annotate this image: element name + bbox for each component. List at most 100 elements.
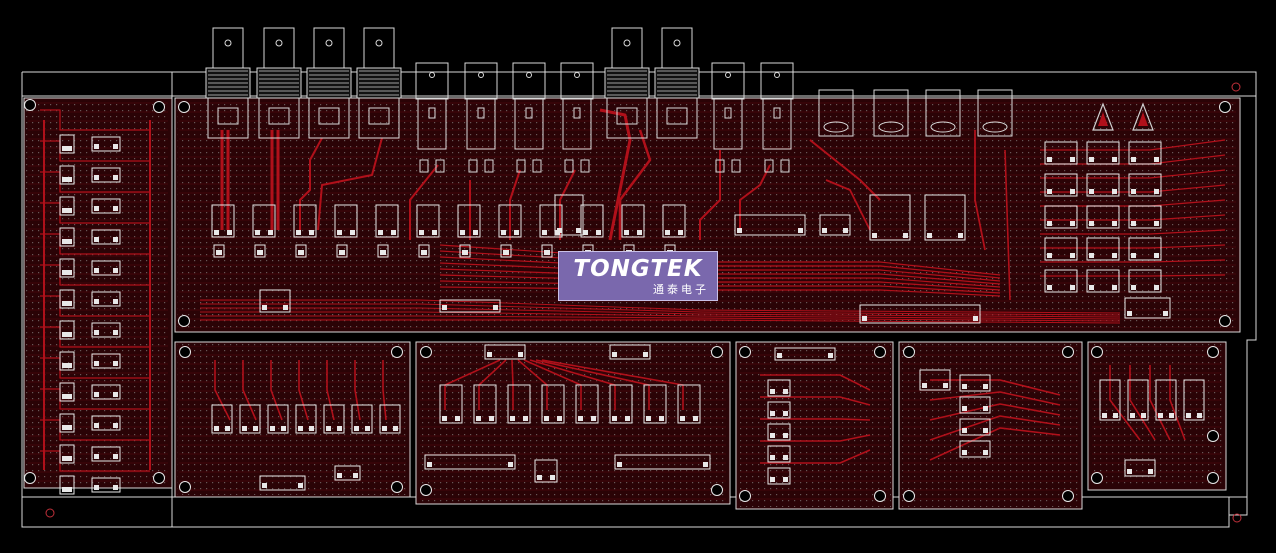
component-pad <box>258 250 263 255</box>
trace <box>974 130 986 251</box>
component-pad <box>1131 285 1136 290</box>
jack-lead-2 <box>580 159 590 173</box>
component-pad <box>1163 311 1168 316</box>
component-pad <box>227 230 232 235</box>
left-channel-ic <box>59 382 75 402</box>
component-pad <box>1127 469 1132 474</box>
component-pad <box>958 233 963 238</box>
main-channel-cap <box>500 244 512 258</box>
component-outline <box>774 347 836 361</box>
component-pad <box>1089 189 1094 194</box>
component-pad <box>612 352 617 357</box>
component-pad <box>617 462 622 467</box>
trace <box>317 137 383 231</box>
component-pad <box>94 392 99 397</box>
component-outline <box>336 244 348 258</box>
b1-relay <box>267 404 289 434</box>
component-outline <box>91 291 121 307</box>
component-pad <box>1089 253 1094 258</box>
component-pad <box>67 208 72 213</box>
component-outline <box>767 423 791 441</box>
trace <box>509 169 521 240</box>
component-pad <box>504 250 509 255</box>
logo-brand-cn-text: 通泰电子 <box>653 283 709 296</box>
main-channel-relay <box>621 204 645 238</box>
left-channel-relay <box>91 167 121 183</box>
right-relay <box>1086 141 1120 165</box>
component-pad <box>94 206 99 211</box>
jack-lead-2 <box>435 159 445 173</box>
b2-relay <box>575 384 599 424</box>
b1-relay <box>295 404 317 434</box>
left-channel-ic <box>59 289 75 309</box>
component-outline <box>259 475 306 491</box>
b3-relay <box>767 401 791 419</box>
component-pad <box>113 485 118 490</box>
component-outline <box>439 384 463 424</box>
component-pad <box>1047 189 1052 194</box>
component-pad <box>962 450 967 455</box>
right-relay <box>1044 205 1078 229</box>
main-channel-relay <box>662 204 686 238</box>
component-pad <box>545 250 550 255</box>
round-jack-ring <box>823 121 849 133</box>
trace <box>929 427 1061 461</box>
component-pad <box>62 425 67 430</box>
left-channel-ic <box>59 320 75 340</box>
component-outline <box>534 459 558 483</box>
b3-relay <box>767 379 791 397</box>
bnc-pin <box>375 39 383 47</box>
component-pad <box>828 353 833 358</box>
component-outline <box>580 204 604 238</box>
main-channel-relay <box>580 204 604 238</box>
component-pad <box>255 230 260 235</box>
b2-relay <box>439 384 463 424</box>
component-outline <box>59 134 75 154</box>
component-outline <box>959 374 991 392</box>
mounting-hole <box>874 346 886 358</box>
component-pad <box>476 416 481 421</box>
b4-relay <box>959 374 991 392</box>
mounting-holes <box>24 99 1231 502</box>
component-outline <box>1086 205 1120 229</box>
jack-pad <box>573 107 581 119</box>
b1-ic <box>334 465 361 481</box>
right-relay <box>1128 173 1162 197</box>
component-pad <box>1154 221 1159 226</box>
component-pad <box>113 454 118 459</box>
round-jack <box>925 89 961 137</box>
component-outline <box>59 196 75 216</box>
component-pad <box>67 177 72 182</box>
main-channel-relay <box>416 204 440 238</box>
component-pad <box>391 230 396 235</box>
left-channel-relay <box>91 446 121 462</box>
component-pad <box>1089 221 1094 226</box>
component-pad <box>62 456 67 461</box>
jack-pad <box>724 107 732 119</box>
trace <box>1040 229 1226 235</box>
component-pad <box>1154 157 1159 162</box>
component-outline <box>252 204 276 238</box>
component-pad <box>381 250 386 255</box>
trace <box>200 303 1121 316</box>
component-pad <box>1112 253 1117 258</box>
bnc-footprint <box>358 97 400 139</box>
component-pad <box>770 433 775 438</box>
b1-relay <box>323 404 345 434</box>
component-pad <box>299 250 304 255</box>
b1-relay <box>211 404 233 434</box>
round-jack-ring <box>982 121 1008 133</box>
component-pad <box>501 230 506 235</box>
component-outline <box>609 384 633 424</box>
jack-pad <box>428 107 436 119</box>
component-pad <box>678 230 683 235</box>
component-pad <box>262 483 267 488</box>
component-pad <box>783 433 788 438</box>
component-pad <box>1112 285 1117 290</box>
main-channel-relay <box>457 204 481 238</box>
trace <box>1149 365 1171 441</box>
component-pad <box>67 301 72 306</box>
component-pad <box>113 361 118 366</box>
component-pad <box>783 389 788 394</box>
